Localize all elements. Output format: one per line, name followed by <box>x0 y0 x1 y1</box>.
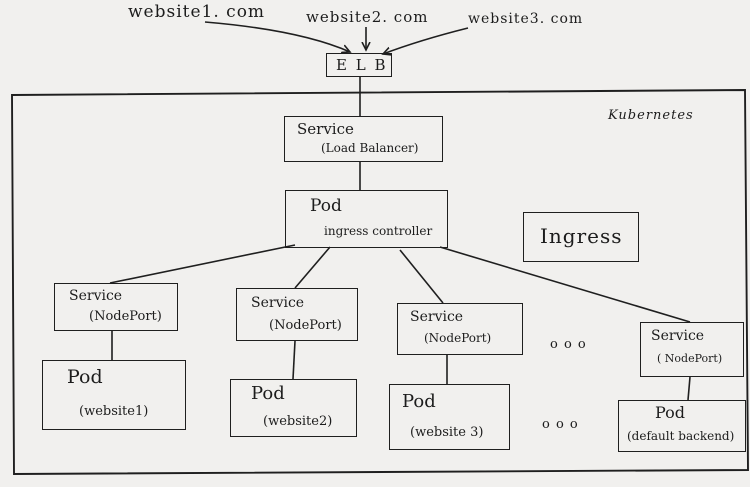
line-ingress-to-service-3 <box>399 249 444 304</box>
source-website2: website2. com <box>306 8 429 26</box>
arrow-website1-to-elb <box>204 21 350 52</box>
nodeport-service-1-box: Service (NodePort) <box>54 283 178 331</box>
line-ingress-to-service-1 <box>109 244 296 284</box>
pod-website1-subtitle: (website1) <box>79 404 149 419</box>
pod-website3-subtitle: (website 3) <box>410 425 484 440</box>
pod-website3-box: Pod (website 3) <box>389 384 510 450</box>
pod-website2-box: Pod (website2) <box>230 379 357 437</box>
ingress-box: Ingress <box>523 212 639 262</box>
pod-website2-subtitle: (website2) <box>263 414 333 429</box>
ingress-controller-pod-box: Pod ingress controller <box>285 190 448 248</box>
pod-website3-title: Pod <box>402 391 436 412</box>
ingress-controller-pod-subtitle: ingress controller <box>324 224 433 238</box>
arrow-website3-to-elb <box>383 27 469 54</box>
nodeport-service-4-box: Service ( NodePort) <box>640 322 744 377</box>
nodeport-service-4-subtitle: ( NodePort) <box>657 352 723 365</box>
services-ellipsis: o o o <box>550 337 587 352</box>
lb-service-box: Service (Load Balancer) <box>284 116 443 162</box>
pod-default-backend-title: Pod <box>655 403 685 422</box>
pod-website1-title: Pod <box>67 366 103 388</box>
pod-website1-box: Pod (website1) <box>42 360 186 430</box>
source-website3: website3. com <box>468 11 584 27</box>
pod-default-backend-subtitle: (default backend) <box>627 429 735 443</box>
line-service-4-to-pod-4 <box>687 376 691 401</box>
kubernetes-label: Kubernetes <box>608 108 694 123</box>
line-service-2-to-pod-2 <box>292 340 296 380</box>
nodeport-service-3-title: Service <box>410 309 464 325</box>
line-ingress-to-service-2 <box>294 246 331 289</box>
nodeport-service-1-title: Service <box>69 288 123 304</box>
nodeport-service-2-subtitle: (NodePort) <box>269 318 342 333</box>
nodeport-service-4-title: Service <box>651 328 705 344</box>
pods-ellipsis: o o o <box>542 417 579 432</box>
ingress-label: Ingress <box>540 224 623 248</box>
lb-service-subtitle: (Load Balancer) <box>321 141 419 155</box>
elb-label: E L B <box>336 56 388 74</box>
pod-default-backend-box: Pod (default backend) <box>618 400 746 452</box>
nodeport-service-3-subtitle: (NodePort) <box>424 331 492 345</box>
source-website1: website1. com <box>128 2 266 22</box>
lb-service-title: Service <box>297 120 354 138</box>
nodeport-service-1-subtitle: (NodePort) <box>89 309 162 324</box>
nodeport-service-2-title: Service <box>251 295 305 311</box>
nodeport-service-3-box: Service (NodePort) <box>397 303 523 355</box>
elb-box: E L B <box>326 53 392 77</box>
nodeport-service-2-box: Service (NodePort) <box>236 288 358 341</box>
ingress-controller-pod-title: Pod <box>310 196 342 216</box>
pod-website2-title: Pod <box>251 383 285 404</box>
